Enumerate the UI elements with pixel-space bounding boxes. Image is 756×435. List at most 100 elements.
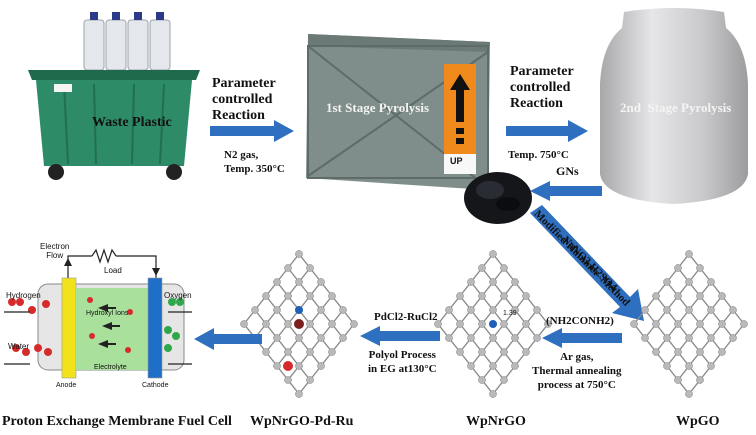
carbon-atom [284, 376, 292, 384]
carbon-atom [339, 334, 347, 342]
carbon-atom [445, 334, 453, 342]
carbon-atom [489, 390, 497, 398]
waste-plastic-bin [24, 6, 204, 182]
carbon-atom [652, 348, 660, 356]
carbon-atom [456, 320, 464, 328]
carbon-atom [467, 334, 475, 342]
carbon-atom [489, 334, 497, 342]
carbon-atom [674, 376, 682, 384]
carbon-atom [652, 320, 660, 328]
carbon-atom [467, 306, 475, 314]
anode-label: Anode [56, 382, 77, 389]
carbon-atom [317, 278, 325, 286]
carbon-atom [328, 320, 336, 328]
electrolyte-label: Electrolyte [94, 364, 127, 371]
carbon-atom [685, 362, 693, 370]
fuel-cell-caption: Proton Exchange Membrane Fuel Cell [2, 414, 232, 429]
carbon-atom [685, 306, 693, 314]
carbon-atom [306, 320, 314, 328]
carbon-atom [456, 348, 464, 356]
carbon-atom [240, 320, 248, 328]
carbon-atom [696, 320, 704, 328]
carbon-atom [696, 264, 704, 272]
carbon-atom [685, 390, 693, 398]
second-stage-pyrolysis-label: 2nd Stage Pyrolysis [620, 100, 732, 115]
carbon-atom [295, 390, 303, 398]
carbon-atom [674, 264, 682, 272]
carbon-atom [295, 362, 303, 370]
carbon-atom [306, 292, 314, 300]
hydroxyl-label: Hydroxyl Ions [86, 310, 129, 317]
carbon-atom [533, 306, 541, 314]
carbon-atom [295, 334, 303, 342]
carbon-atom [663, 334, 671, 342]
carbon-atom [522, 292, 530, 300]
carbon-atom [306, 348, 314, 356]
carbon-atom [696, 348, 704, 356]
carbon-atom [306, 264, 314, 272]
carbon-atom [663, 278, 671, 286]
carbon-atom [467, 278, 475, 286]
hummer-arrow [530, 205, 644, 321]
carbon-atom [729, 306, 737, 314]
carbon-atom [467, 362, 475, 370]
carbon-atom [707, 362, 715, 370]
gns-label: GNs [556, 164, 579, 178]
carbon-atom [718, 292, 726, 300]
graphene-nanosheet-powder [460, 168, 536, 228]
carbon-atom [544, 320, 552, 328]
carbon-atom [718, 320, 726, 328]
carbon-atom [533, 334, 541, 342]
carbon-atom [489, 278, 497, 286]
carbon-atom [456, 292, 464, 300]
carbon-atom [262, 348, 270, 356]
palladium-atom [294, 319, 304, 329]
pdru-reagent: PdCl2-RuCl2 [374, 311, 438, 323]
carbon-atom [696, 292, 704, 300]
carbon-atom [478, 292, 486, 300]
carbon-atom [674, 348, 682, 356]
carbon-atom [295, 250, 303, 258]
carbon-atom [284, 348, 292, 356]
pdru-arrow [360, 326, 440, 346]
up-label: UP [450, 156, 463, 166]
carbon-atom [284, 292, 292, 300]
carbon-atom [696, 376, 704, 384]
carbon-atom [273, 362, 281, 370]
carbon-atom [500, 292, 508, 300]
oxygen-label: Oxygen [164, 291, 192, 300]
carbon-atom [522, 320, 530, 328]
carbon-atom [445, 306, 453, 314]
carbon-atom [707, 334, 715, 342]
carbon-atom [262, 320, 270, 328]
carbon-atom [434, 320, 442, 328]
water-label: Water [8, 342, 30, 351]
carbon-atom [306, 376, 314, 384]
carbon-atom [500, 264, 508, 272]
second-stage-pyrolysis-cylinder [594, 4, 754, 210]
carbon-atom [707, 306, 715, 314]
carbon-atom [489, 362, 497, 370]
trash-only-sticker [54, 84, 72, 92]
process-arrow-1 [210, 120, 294, 142]
carbon-atom [511, 306, 519, 314]
carbon-atom [685, 334, 693, 342]
wpnrgo-pd-ru-lattice [240, 250, 358, 398]
first-stage-pyrolysis-label: 1st Stage Pyrolysis [326, 100, 430, 115]
temp-condition-1: Temp. 350°C [224, 163, 285, 175]
carbon-atom [328, 348, 336, 356]
carbon-atom [478, 376, 486, 384]
carbon-atom [522, 348, 530, 356]
nitrogen-atom [489, 320, 497, 328]
carbon-atom [478, 348, 486, 356]
wpnrgo-lattice [434, 250, 552, 398]
carbon-atom [740, 320, 748, 328]
carbon-atom [273, 334, 281, 342]
carbon-atom [663, 306, 671, 314]
reaction-conditions-1: N2 gas, Temp. 350°C [224, 148, 285, 176]
gas-condition-1: N2 gas, [224, 149, 259, 161]
cathode-label: Cathode [142, 382, 169, 389]
ruthenium-atom [283, 361, 293, 371]
load-label: Load [104, 266, 122, 275]
carbon-atom [641, 306, 649, 314]
